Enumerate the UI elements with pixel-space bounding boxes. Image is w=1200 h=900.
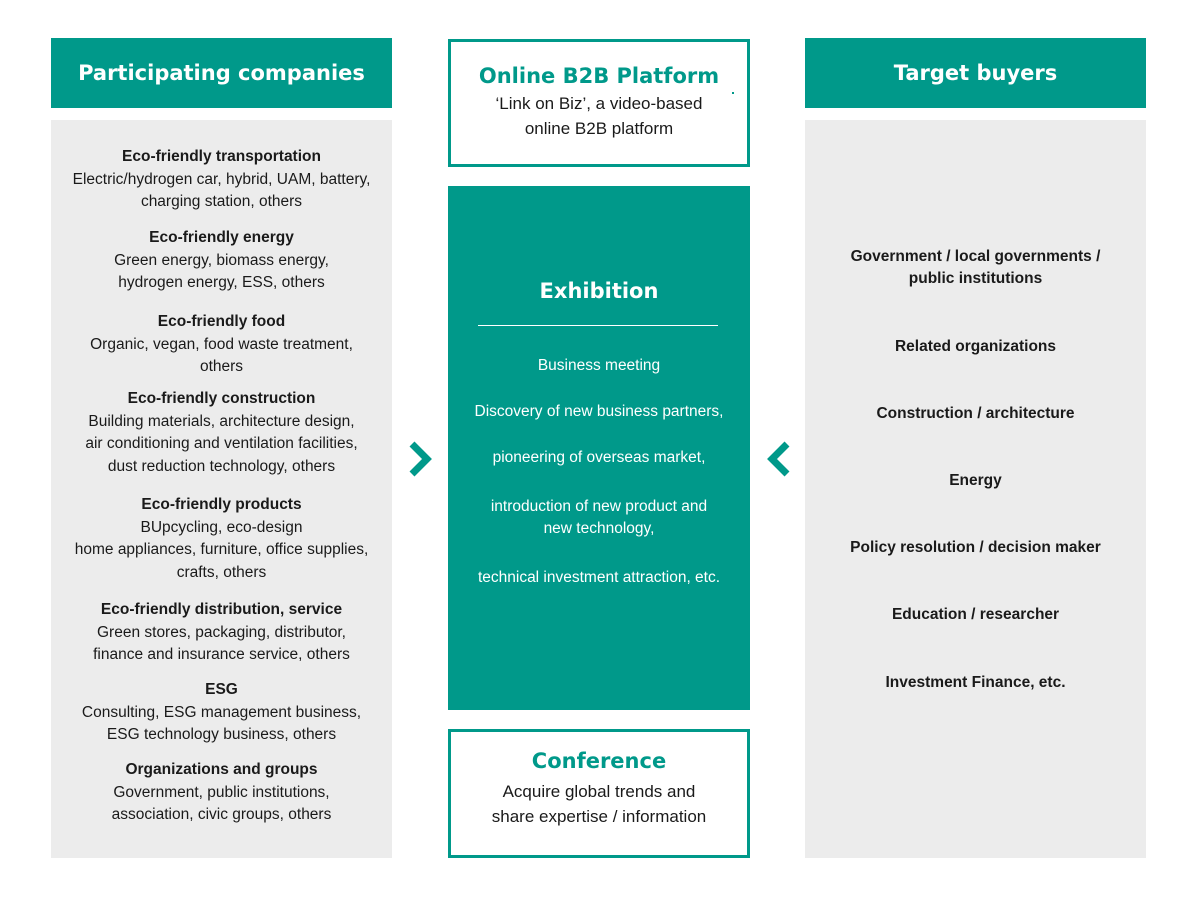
category-esg: ESG Consulting, ESG management business,…: [51, 679, 392, 747]
category-body: Consulting, ESG management business, ESG…: [81, 703, 362, 744]
online-b2b-platform-box: Online B2B Platform ‘Link on Biz’, a vid…: [448, 39, 750, 167]
exhibition-item: Business meeting: [537, 357, 661, 374]
category-transportation: Eco-friendly transportation Electric/hyd…: [51, 146, 392, 214]
category-body: Building materials, architecture design,…: [85, 412, 358, 475]
exhibition-item: introduction of new product and new tech…: [490, 498, 708, 537]
buyer-item: Related organizations: [894, 338, 1057, 355]
buyer-item: Policy resolution / decision maker: [850, 539, 1101, 556]
category-body: Green stores, packaging, distributor, fi…: [93, 623, 350, 664]
category-title: Eco-friendly transportation: [122, 148, 321, 165]
buyer-item: Energy: [949, 472, 1002, 489]
buyer-item: Education / researcher: [891, 606, 1060, 623]
chevron-right-icon: [409, 441, 432, 477]
category-energy: Eco-friendly energy Green energy, biomas…: [51, 227, 392, 295]
category-body: Organic, vegan, food waste treatment, ot…: [90, 335, 353, 376]
category-title: ESG: [205, 681, 238, 698]
category-title: Eco-friendly construction: [127, 390, 316, 407]
buyer-item: Investment Finance, etc.: [885, 674, 1066, 691]
category-title: Eco-friendly food: [157, 313, 286, 330]
participating-companies-title: Participating companies: [78, 61, 365, 85]
category-title: Organizations and groups: [125, 761, 318, 778]
category-body: Green energy, biomass energy, hydrogen e…: [114, 251, 329, 292]
target-buyers-title: Target buyers: [893, 61, 1058, 85]
participating-companies-panel: Eco-friendly transportation Electric/hyd…: [51, 120, 392, 858]
chevron-left-icon: [767, 441, 790, 477]
online-b2b-platform-title: Online B2B Platform: [478, 64, 720, 88]
exhibition-divider: [478, 325, 718, 326]
exhibition-box: Exhibition Business meeting Discovery of…: [448, 186, 750, 710]
category-construction: Eco-friendly construction Building mater…: [51, 388, 392, 478]
target-buyers-panel: Government / local governments / public …: [805, 120, 1146, 858]
category-title: Eco-friendly energy: [149, 229, 294, 246]
category-products: Eco-friendly products BUpcycling, eco-de…: [51, 494, 392, 584]
participating-companies-header: Participating companies: [51, 38, 392, 108]
exhibition-item: Discovery of new business partners,: [474, 403, 724, 420]
target-buyers-header: Target buyers: [805, 38, 1146, 108]
decorative-dot: [732, 92, 734, 94]
category-body: BUpcycling, eco-design home appliances, …: [74, 518, 369, 581]
conference-box: Conference Acquire global trends and sha…: [448, 729, 750, 858]
category-distribution: Eco-friendly distribution, service Green…: [51, 599, 392, 667]
category-body: Electric/hydrogen car, hybrid, UAM, batt…: [72, 170, 371, 211]
conference-title: Conference: [531, 749, 667, 773]
buyer-item: Construction / architecture: [876, 405, 1075, 422]
conference-desc: Acquire global trends and share expertis…: [491, 782, 707, 826]
exhibition-item: technical investment attraction, etc.: [477, 569, 721, 586]
category-body: Government, public institutions, associa…: [111, 783, 332, 824]
category-title: Eco-friendly distribution, service: [100, 601, 343, 618]
category-organizations: Organizations and groups Government, pub…: [51, 759, 392, 827]
exhibition-item: pioneering of overseas market,: [492, 449, 706, 466]
category-title: Eco-friendly products: [141, 496, 302, 513]
online-b2b-platform-desc: ‘Link on Biz’, a video-based online B2B …: [495, 94, 703, 138]
buyer-item: Government / local governments / public …: [850, 248, 1101, 287]
category-food: Eco-friendly food Organic, vegan, food w…: [51, 311, 392, 379]
exhibition-title: Exhibition: [539, 279, 659, 303]
